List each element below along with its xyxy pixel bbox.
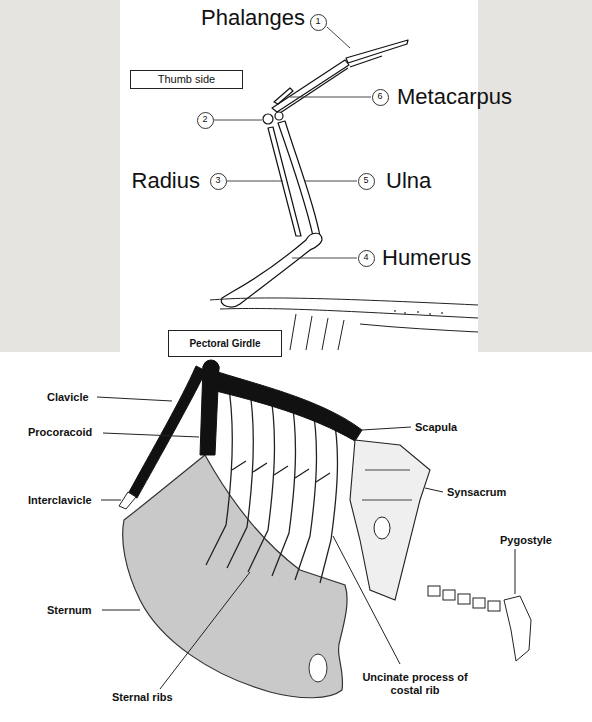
caption-box: Pectoral Girdle <box>168 330 282 357</box>
leader-line <box>305 181 357 182</box>
leader-line <box>97 397 172 401</box>
sternum-bone <box>123 455 347 698</box>
synsacrum-bone <box>350 440 430 600</box>
part-label: Uncinate process of costal rib <box>355 671 475 696</box>
stipple-dot <box>441 312 443 314</box>
part-label: Synsacrum <box>447 486 506 499</box>
caudal-vertebra <box>443 590 455 600</box>
caudal-vertebra <box>458 594 470 604</box>
uncinate-process <box>232 461 330 482</box>
leader-line <box>102 610 140 611</box>
callout-circle: 3 <box>210 173 227 190</box>
bone-label: Ulna <box>386 168 431 193</box>
stipple-dot <box>394 310 396 312</box>
body-outline <box>210 298 478 305</box>
rib-sketch <box>290 314 344 350</box>
leader-line <box>214 120 262 121</box>
node-text: 2 <box>202 115 207 125</box>
node-text: 4 <box>363 253 368 263</box>
grey-margin <box>0 0 120 352</box>
caudal-vertebra <box>488 601 500 611</box>
leader-line <box>290 97 371 98</box>
rib <box>320 414 337 583</box>
procoracoid-bone <box>200 366 219 455</box>
metacarpal-bone <box>272 60 349 112</box>
interclavicle-bone <box>119 492 136 509</box>
body-outline <box>360 324 478 332</box>
procoracoid-head <box>203 360 219 376</box>
leader-line <box>103 433 199 437</box>
ulna-bone <box>278 121 320 236</box>
leader-line <box>327 27 350 48</box>
leader-line <box>333 536 400 664</box>
caudal-vertebra <box>428 586 440 596</box>
callout-circle: 5 <box>358 173 375 190</box>
stipple-dot <box>404 312 406 314</box>
leader-line <box>362 427 411 430</box>
alula-bone <box>274 88 293 104</box>
bone-label: Metacarpus <box>397 84 512 109</box>
rib <box>295 404 316 580</box>
callout-circle: 6 <box>372 89 389 106</box>
body-outline <box>220 308 478 318</box>
stipple-dot <box>429 313 431 315</box>
synsacrum-detail <box>362 470 412 500</box>
leader-line <box>101 500 121 501</box>
carpal-bone <box>275 112 283 120</box>
bone-label: Phalanges <box>201 5 305 30</box>
callout-circle: 1 <box>310 14 327 31</box>
leader-line <box>425 488 443 492</box>
humerus-bone <box>221 233 322 307</box>
callout-circle: 4 <box>358 250 375 267</box>
pygostyle-bone <box>504 596 531 661</box>
part-label: Interclavicle <box>28 494 92 507</box>
caudal-vertebra <box>473 598 485 608</box>
sternal-notch <box>309 654 327 682</box>
carpal-bone <box>263 114 273 124</box>
rib <box>272 396 295 576</box>
caption-box: Thumb side <box>130 70 243 89</box>
bone-label: Humerus <box>382 245 471 270</box>
bone-label: Radius <box>132 168 200 193</box>
node-text: 5 <box>363 176 368 186</box>
part-label: Pygostyle <box>500 534 552 547</box>
node-text: 1 <box>315 17 320 27</box>
scapula-bone <box>212 370 362 441</box>
leader-line <box>227 181 283 182</box>
clavicle-bone <box>128 366 206 498</box>
rib <box>227 385 253 568</box>
leader-line <box>160 572 250 689</box>
phalanx-bone <box>350 56 382 67</box>
rib <box>248 390 274 572</box>
node-text: Thumb side <box>158 73 215 85</box>
synsacrum-foramen <box>374 517 390 539</box>
part-label: Sternal ribs <box>112 691 173 704</box>
grey-margin <box>478 0 592 352</box>
leader-line <box>515 549 516 594</box>
node-text: Pectoral Girdle <box>189 338 260 349</box>
callout-circle: 2 <box>197 112 214 129</box>
phalanx-bone <box>346 40 408 63</box>
part-label: Procoracoid <box>28 426 92 439</box>
part-label: Scapula <box>415 421 457 434</box>
node-text: 3 <box>215 176 220 186</box>
part-label: Clavicle <box>47 391 89 404</box>
part-label: Sternum <box>47 604 92 617</box>
node-text: 6 <box>377 92 382 102</box>
stipple-dot <box>417 311 419 313</box>
leader-line <box>292 258 357 259</box>
